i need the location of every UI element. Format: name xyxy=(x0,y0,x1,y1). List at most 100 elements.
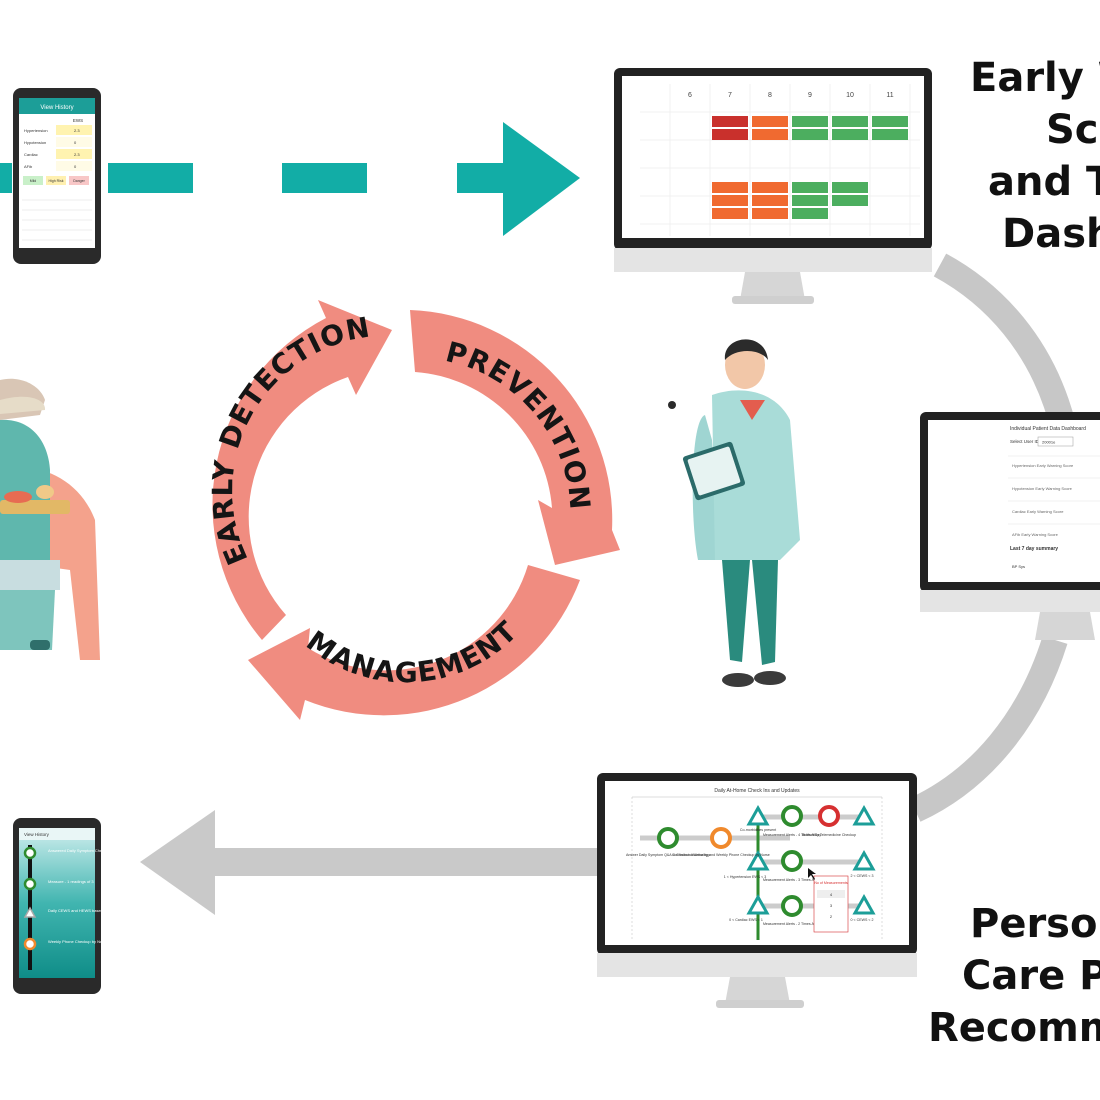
prevention-cycle: EARLY DETECTION PREVENTION MANAGEMENT xyxy=(206,300,620,720)
caption-line: Dash xyxy=(1002,211,1100,257)
mid-summary-title: Last 7 day summary xyxy=(1010,546,1058,552)
teal-dashed-arrow xyxy=(0,122,580,236)
caption-line: Care Pa xyxy=(962,953,1100,999)
popup-value: 4 xyxy=(830,892,833,897)
node-alerts-2 xyxy=(781,895,803,917)
gray-left-arrow xyxy=(140,810,600,915)
node-comorbidities xyxy=(746,804,770,826)
care-path-node-labels: Answer Daily Symptom Q&A in Chatbot or A… xyxy=(626,828,856,926)
segment-early-detection xyxy=(212,300,392,640)
node-label: Measurement Alerts - 4 Times A Day xyxy=(763,833,821,837)
mid-rows: Hypertension Early Warning Score Hypoten… xyxy=(1008,455,1100,537)
segment-management xyxy=(248,565,580,720)
calendar-events xyxy=(712,116,908,219)
popup-value: 3 xyxy=(830,903,833,908)
phone-top-table xyxy=(22,199,92,241)
node-label: Answer Daily Symptom Q&A in Chatbot or A… xyxy=(626,853,710,857)
node-label: Co-morbidities present xyxy=(740,828,776,832)
step-label: Daily CEWS and HEWS based Recommendation… xyxy=(48,908,137,913)
day-label: 10 xyxy=(846,92,854,99)
mid-select-value: 20001e xyxy=(1042,440,1056,445)
mid-select xyxy=(1037,436,1074,447)
patient-illustration xyxy=(0,378,100,660)
day-label: 8 xyxy=(768,92,772,99)
step-label: Weekly Phone Checkup by Nurse xyxy=(48,939,109,944)
node-answer-qa xyxy=(657,827,679,849)
row-label: Hypertension xyxy=(24,128,48,133)
mid-row: Hypertension Early Warning Score xyxy=(1012,463,1074,468)
chip-danger: Danger xyxy=(73,179,85,183)
phone-top-header: View History xyxy=(40,105,73,111)
node-telemedicine xyxy=(818,805,840,827)
care-path-title: Daily At-Home Check Ins and Updates xyxy=(714,788,800,794)
row-label: AFib xyxy=(24,164,33,169)
node-label: Bi-Monthly Telemedicine Checkup xyxy=(802,833,856,837)
node-branch-mid-right xyxy=(852,849,876,871)
monitor-top: 6 7 8 9 10 11 xyxy=(614,68,932,304)
row-label: Cardiac xyxy=(24,152,38,157)
cursor-icon xyxy=(808,868,816,880)
caption-early-warning: Early W Sc and Tr Dash xyxy=(970,52,1100,260)
node-label: Measurement Alerts - 2 Times A Day xyxy=(763,922,821,926)
row-value: 0 xyxy=(74,164,77,169)
node-label: Continuous Monitoring and Weekly Phone C… xyxy=(672,853,770,857)
caption-line: Recomme xyxy=(928,1005,1100,1051)
caption-line: Person xyxy=(970,901,1100,947)
day-label: 6 xyxy=(688,92,692,99)
popup-value: 2 xyxy=(830,914,833,919)
segment-prevention xyxy=(410,310,620,565)
phone-bottom: View History Answered Daily Symptom Chec… xyxy=(13,818,137,994)
node-branch-low-right xyxy=(852,893,876,915)
caption-line: Sc xyxy=(1046,107,1099,153)
chip-mild: Mild xyxy=(30,179,36,183)
mid-row: Hypotension Early Warning Score xyxy=(1012,486,1073,491)
node-branch-mid xyxy=(746,849,770,871)
row-value: 0 xyxy=(74,140,77,145)
calendar-days: 6 7 8 9 10 11 xyxy=(688,92,894,99)
node-label: Measurement Alerts - 3 Times A Day xyxy=(763,878,821,882)
phone-bottom-header: View History xyxy=(24,832,50,837)
mid-title: Individual Patient Data Dashboard xyxy=(1010,426,1086,432)
node-continuous-monitoring xyxy=(710,827,732,849)
monitor-mid: Individual Patient Data Dashboard Select… xyxy=(920,412,1100,640)
mid-select-label: Select User ID xyxy=(1010,439,1040,444)
caption-care-path: Person Care Pa Recomme xyxy=(928,898,1100,1054)
phone-top-rows: Hypertension 2.3 Hypotension 0 Cardiac 2… xyxy=(24,125,92,171)
step-label: Measure - 1 readings of 3 xyxy=(48,879,94,884)
mid-row: Cardiac Early Warning Score xyxy=(1012,509,1064,514)
doctor-illustration xyxy=(668,339,800,687)
measurements-popup: No of Measurements 4 3 2 xyxy=(813,875,849,933)
phone-top: View History EWS Hypertension 2.3 Hypote… xyxy=(13,88,101,264)
node-branch-low xyxy=(746,893,770,915)
caption-line: and Tr xyxy=(988,159,1100,205)
mid-row: AFib Early Warning Score xyxy=(1012,532,1059,537)
row-value: 2.3 xyxy=(74,128,80,133)
care-path-threshold-labels: 1 < Hypertension EWS < 3 2 < CEWS < 3 0 … xyxy=(724,874,874,922)
day-label: 11 xyxy=(886,92,893,99)
threshold-label: 1 < Hypertension EWS < 3 xyxy=(724,875,767,879)
mid-summary-row: BP Sys xyxy=(1012,564,1025,569)
node-alerts-3 xyxy=(781,850,803,872)
step-label: Answered Daily Symptom Checker xyxy=(48,848,110,853)
popup-title: No of Measurements xyxy=(814,881,848,885)
caption-line: Early W xyxy=(970,55,1100,101)
threshold-label: 2 < CEWS < 3 xyxy=(851,874,874,878)
phone-top-col: EWS xyxy=(73,118,83,123)
day-label: 7 xyxy=(728,92,732,99)
monitor-bottom: Daily At-Home Check Ins and Updates Answ… xyxy=(597,773,917,1008)
threshold-label: 0 < Cardiac EWS < 1 xyxy=(729,918,763,922)
step-icon xyxy=(23,937,37,951)
chip-high-risk: High Risk xyxy=(49,179,64,183)
day-label: 9 xyxy=(808,92,812,99)
step-icon xyxy=(23,906,37,918)
node-branch-top xyxy=(852,804,876,826)
row-label: Hypotension xyxy=(24,140,46,145)
threshold-label: 0 < CEWS < 2 xyxy=(851,918,874,922)
row-value: 2.3 xyxy=(74,152,80,157)
step-icon xyxy=(23,877,37,891)
phone-top-chips: Mild High Risk Danger xyxy=(23,176,89,185)
node-alerts-4 xyxy=(781,805,803,827)
step-icon xyxy=(23,846,37,860)
phone-bottom-steps: Answered Daily Symptom Checker Measure -… xyxy=(48,848,137,944)
